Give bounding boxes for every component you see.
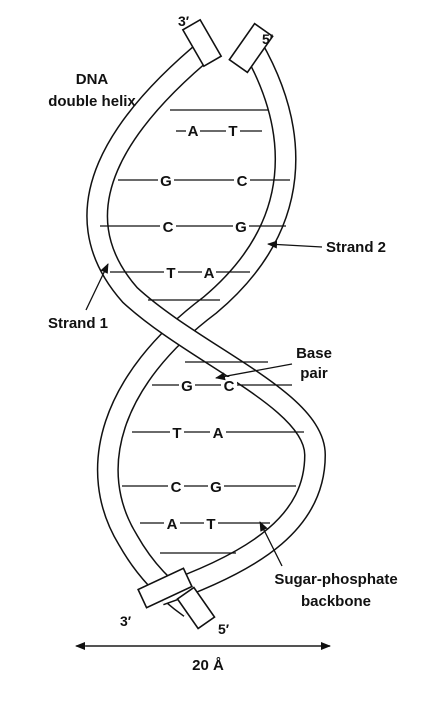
base-right-7: G xyxy=(210,479,222,496)
base-pair-6: T A xyxy=(170,424,226,442)
top-caps xyxy=(181,18,274,74)
title-line-2: double helix xyxy=(48,93,136,110)
strand-2-label: Strand 2 xyxy=(326,239,386,256)
base-pair-5: G C xyxy=(179,377,237,395)
base-left-4: T xyxy=(166,265,175,282)
end-label-top-left: 3′ xyxy=(178,13,190,29)
base-pair-1: A T xyxy=(176,122,262,140)
rungs xyxy=(100,109,304,554)
strand-1-label: Strand 1 xyxy=(48,315,108,332)
base-pair-arrow xyxy=(215,363,293,381)
base-right-3: G xyxy=(235,219,247,236)
base-pair-3: C G xyxy=(160,218,249,236)
base-pair-7: C G xyxy=(168,478,224,496)
backbone-label-line-2: backbone xyxy=(301,593,371,610)
end-label-bottom-left: 3′ xyxy=(120,613,132,629)
base-pair-8: A T xyxy=(164,515,218,533)
strand-2-arrow xyxy=(267,240,323,249)
base-left-5: G xyxy=(181,378,193,395)
base-pair-4: T A xyxy=(164,264,216,282)
end-label-bottom-right: 5′ xyxy=(218,621,230,637)
base-right-8: T xyxy=(206,516,215,533)
width-label: 20 Å xyxy=(192,657,224,674)
backbone-label-line-1: Sugar-phosphate xyxy=(274,571,397,588)
base-pairs: A T G C C G T A G C xyxy=(158,122,262,533)
base-right-6: A xyxy=(213,425,224,442)
backbone-arrow xyxy=(259,521,283,567)
base-left-8: A xyxy=(167,516,178,533)
strand-1-backbone xyxy=(86,37,327,606)
bottom-caps xyxy=(137,567,216,630)
title-line-1: DNA xyxy=(76,71,109,88)
base-right-2: C xyxy=(237,173,248,190)
base-left-2: G xyxy=(160,173,172,190)
strand-1-arrow xyxy=(85,263,109,311)
base-pair-label-line-1: Base xyxy=(296,345,332,362)
base-right-1: T xyxy=(228,123,237,140)
end-label-top-right: 5′ xyxy=(262,31,274,47)
base-pair-label-line-2: pair xyxy=(300,365,328,382)
base-left-6: T xyxy=(172,425,181,442)
strand-2-backbone xyxy=(96,40,297,617)
base-right-5: C xyxy=(224,378,235,395)
base-left-7: C xyxy=(171,479,182,496)
base-right-4: A xyxy=(204,265,215,282)
base-pair-2: G C xyxy=(158,172,250,190)
base-left-1: A xyxy=(188,123,199,140)
base-left-3: C xyxy=(163,219,174,236)
